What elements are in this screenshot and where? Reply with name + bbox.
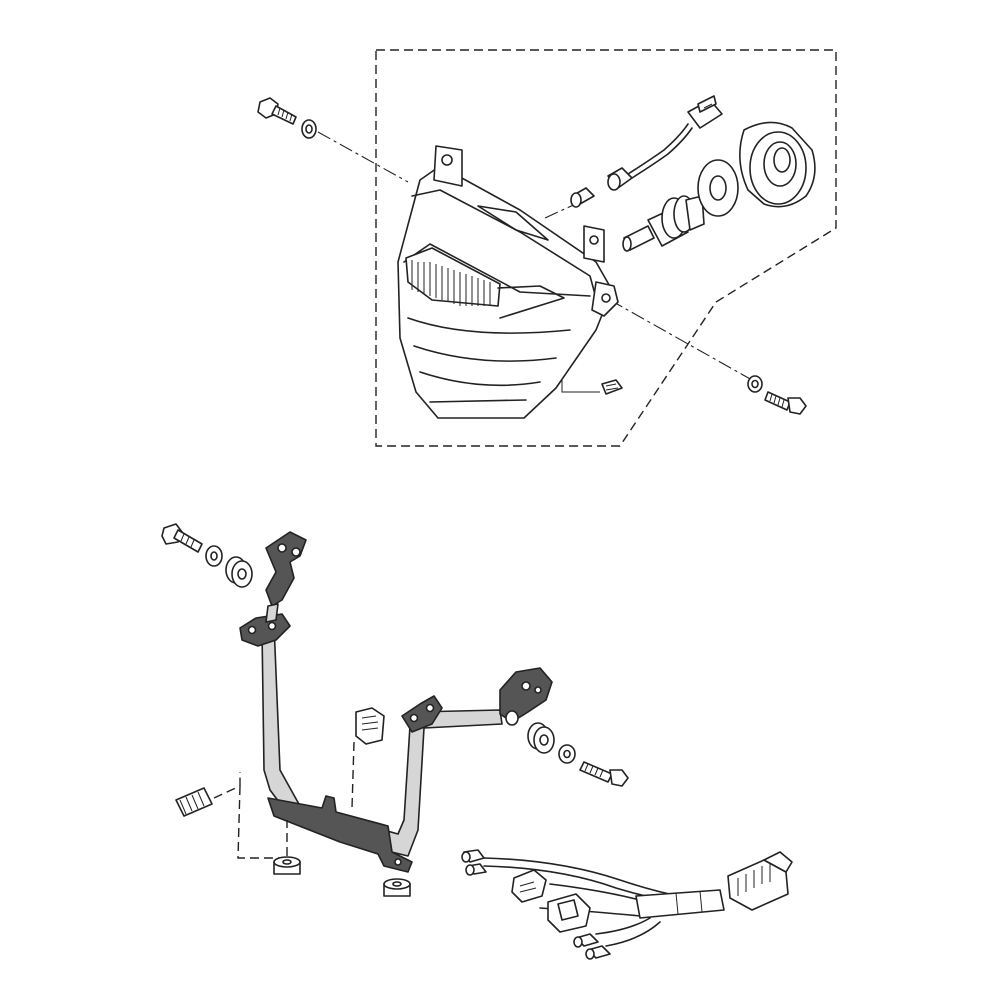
leader-line-left-bolt <box>317 131 409 183</box>
dust-cover <box>739 121 816 208</box>
stay-collar-left <box>205 545 223 567</box>
washer-right <box>747 375 763 393</box>
bulb-socket-wire <box>607 95 723 191</box>
assembly-boundary-dashed <box>375 49 837 447</box>
sub-wire-harness <box>461 849 793 960</box>
small-bulb <box>570 187 595 208</box>
spring <box>175 772 284 859</box>
screw-clip <box>561 379 623 395</box>
bolt-left <box>257 97 297 125</box>
washer-left <box>301 119 317 139</box>
headlight-assembly-group <box>257 49 837 447</box>
headlight-lens-housing <box>397 145 619 419</box>
bolt-right <box>764 391 807 415</box>
damper-right <box>383 878 411 897</box>
leader-line-right-bolt <box>609 299 753 381</box>
headlight-stay-group <box>161 523 629 897</box>
stay-bolt-left <box>161 523 203 553</box>
stay-grommet-left <box>225 556 253 588</box>
headlight-bulb <box>622 195 705 252</box>
nut-clip <box>351 707 385 809</box>
damper-left <box>273 820 301 875</box>
stay-bolt-right <box>579 761 629 787</box>
headlight-stay-frame <box>239 531 553 873</box>
stay-grommet-right <box>527 722 555 754</box>
bulb-seal <box>697 159 739 217</box>
stay-collar-right <box>558 744 576 764</box>
